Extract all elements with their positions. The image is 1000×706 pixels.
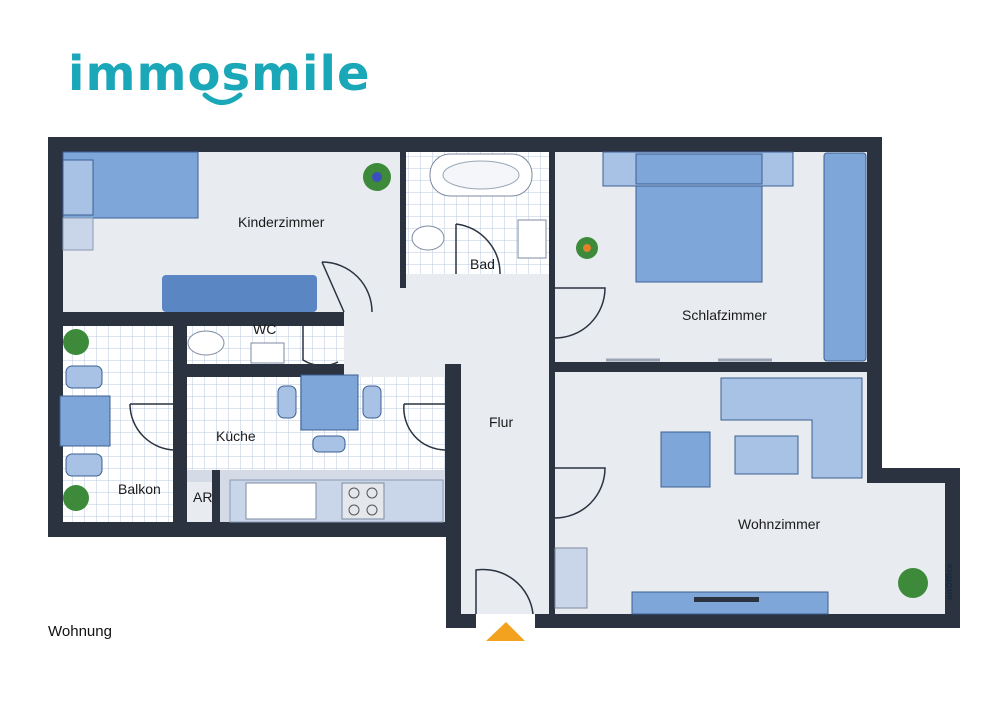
entrance-arrow-icon [486,622,525,641]
table-kueche [300,374,359,431]
label-flur: Flur [489,414,513,430]
doors [129,223,606,615]
kitchen-sink [245,482,317,520]
logo-text: immosmile [68,46,371,102]
tv [694,597,759,602]
label-kinderzimmer: Kinderzimmer [238,214,325,230]
label-balkon: Balkon [118,481,161,497]
tv-board [631,591,829,615]
armchair [660,431,711,488]
toilet-wc [187,330,225,356]
plant-icon [898,568,928,598]
plan-caption: Wohnung [48,623,112,640]
double-bed [635,185,763,283]
floor-ar [187,482,212,522]
plants [63,163,928,598]
wardrobe [823,152,867,362]
label-wohnzimmer: Wohnzimmer [738,516,821,532]
fireplace [554,547,588,609]
smile-icon [202,92,243,105]
stove [341,482,385,520]
label-wc: WC [253,321,276,337]
label-ar: AR [193,489,212,505]
floor-flur [344,274,549,614]
plant-icon [63,329,89,355]
label-schlafzimmer: Schlafzimmer [682,307,767,323]
sink-wc [250,342,285,364]
brand-logo: immosmile [68,46,371,105]
label-bad: Bad [470,256,495,272]
toilet-bad [411,225,445,251]
plant-icon [63,485,89,511]
coffee-table [734,435,799,475]
room-labels: Kinderzimmer Bad Schlafzimmer WC Küche F… [118,214,821,532]
sink-bad [517,219,547,259]
table-balkon [59,395,111,447]
sofa [720,377,863,479]
furniture [59,151,867,615]
desk-kinderzimmer [162,275,317,312]
watermark: onOffice [945,562,954,600]
label-kueche: Küche [216,428,256,444]
